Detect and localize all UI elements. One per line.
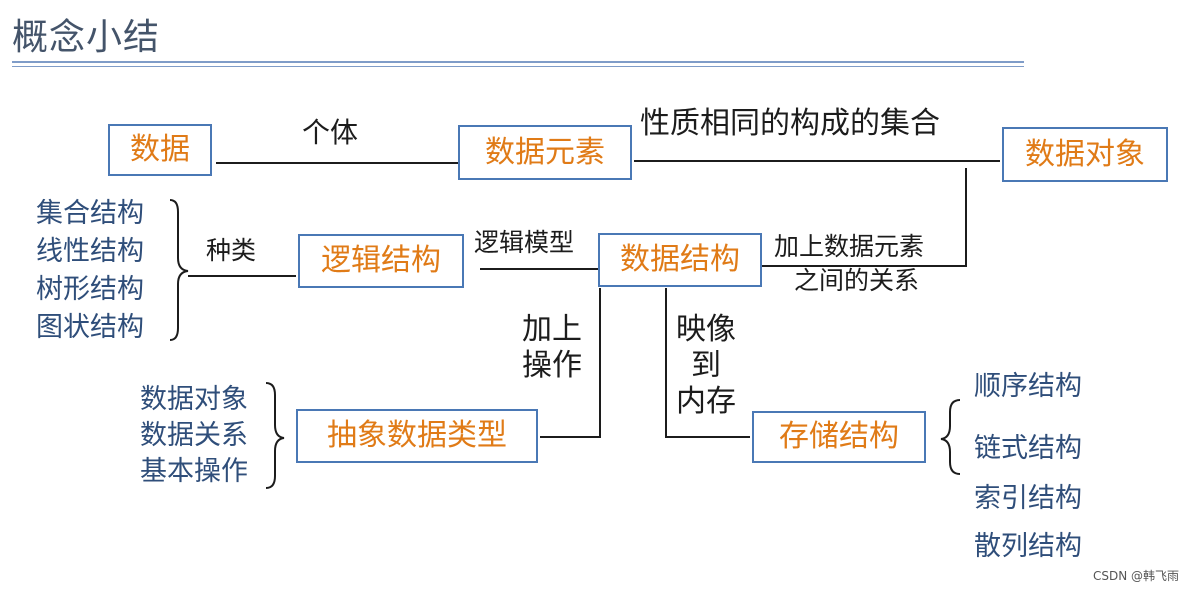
box-storage-structure: 存储结构 (752, 411, 926, 463)
box-data-object: 数据对象 (1002, 127, 1168, 182)
list-item: 基本操作 (140, 456, 248, 487)
storage-kind-linked: 链式结构 (974, 433, 1082, 464)
storage-kind-sequential: 顺序结构 (974, 371, 1082, 402)
title-divider-thin (12, 66, 1024, 67)
label-same-nature-set: 性质相同的构成的集合 (640, 106, 940, 141)
label-map-to-memory: 映像 到 内存 (676, 312, 736, 420)
label-map-line1: 映像 (676, 312, 736, 347)
list-item: 图状结构 (36, 312, 144, 343)
adt-parts-list: 数据对象 数据关系 基本操作 (140, 382, 248, 490)
storage-kind-hashed: 散列结构 (974, 531, 1082, 562)
label-add-op-line2: 操作 (522, 348, 582, 383)
label-map-line2: 到 (691, 348, 721, 383)
label-add-operation: 加上 操作 (522, 312, 582, 384)
watermark: CSDN @韩飞雨 (1092, 569, 1179, 583)
list-item: 数据关系 (140, 420, 248, 451)
logical-kinds-list: 集合结构 线性结构 树形结构 图状结构 (36, 195, 144, 347)
box-data: 数据 (108, 124, 212, 176)
label-relation-line2: 之间的关系 (794, 266, 920, 295)
list-item: 集合结构 (36, 198, 144, 229)
title-divider (12, 61, 1024, 63)
label-kind: 种类 (206, 236, 257, 265)
box-abstract-data-type: 抽象数据类型 (296, 409, 538, 463)
box-logical-structure: 逻辑结构 (298, 234, 464, 288)
label-individual: 个体 (302, 116, 359, 149)
box-data-structure: 数据结构 (598, 233, 762, 287)
label-logical-model: 逻辑模型 (474, 228, 575, 257)
page-title: 概念小结 (12, 17, 161, 58)
storage-kind-indexed: 索引结构 (974, 483, 1082, 514)
label-map-line3: 内存 (676, 384, 736, 419)
label-add-op-line1: 加上 (522, 312, 582, 347)
box-data-element: 数据元素 (458, 125, 632, 180)
label-relation-line1: 加上数据元素 (774, 232, 925, 261)
list-item: 线性结构 (36, 236, 144, 267)
list-item: 数据对象 (140, 384, 248, 415)
list-item: 树形结构 (36, 274, 144, 305)
